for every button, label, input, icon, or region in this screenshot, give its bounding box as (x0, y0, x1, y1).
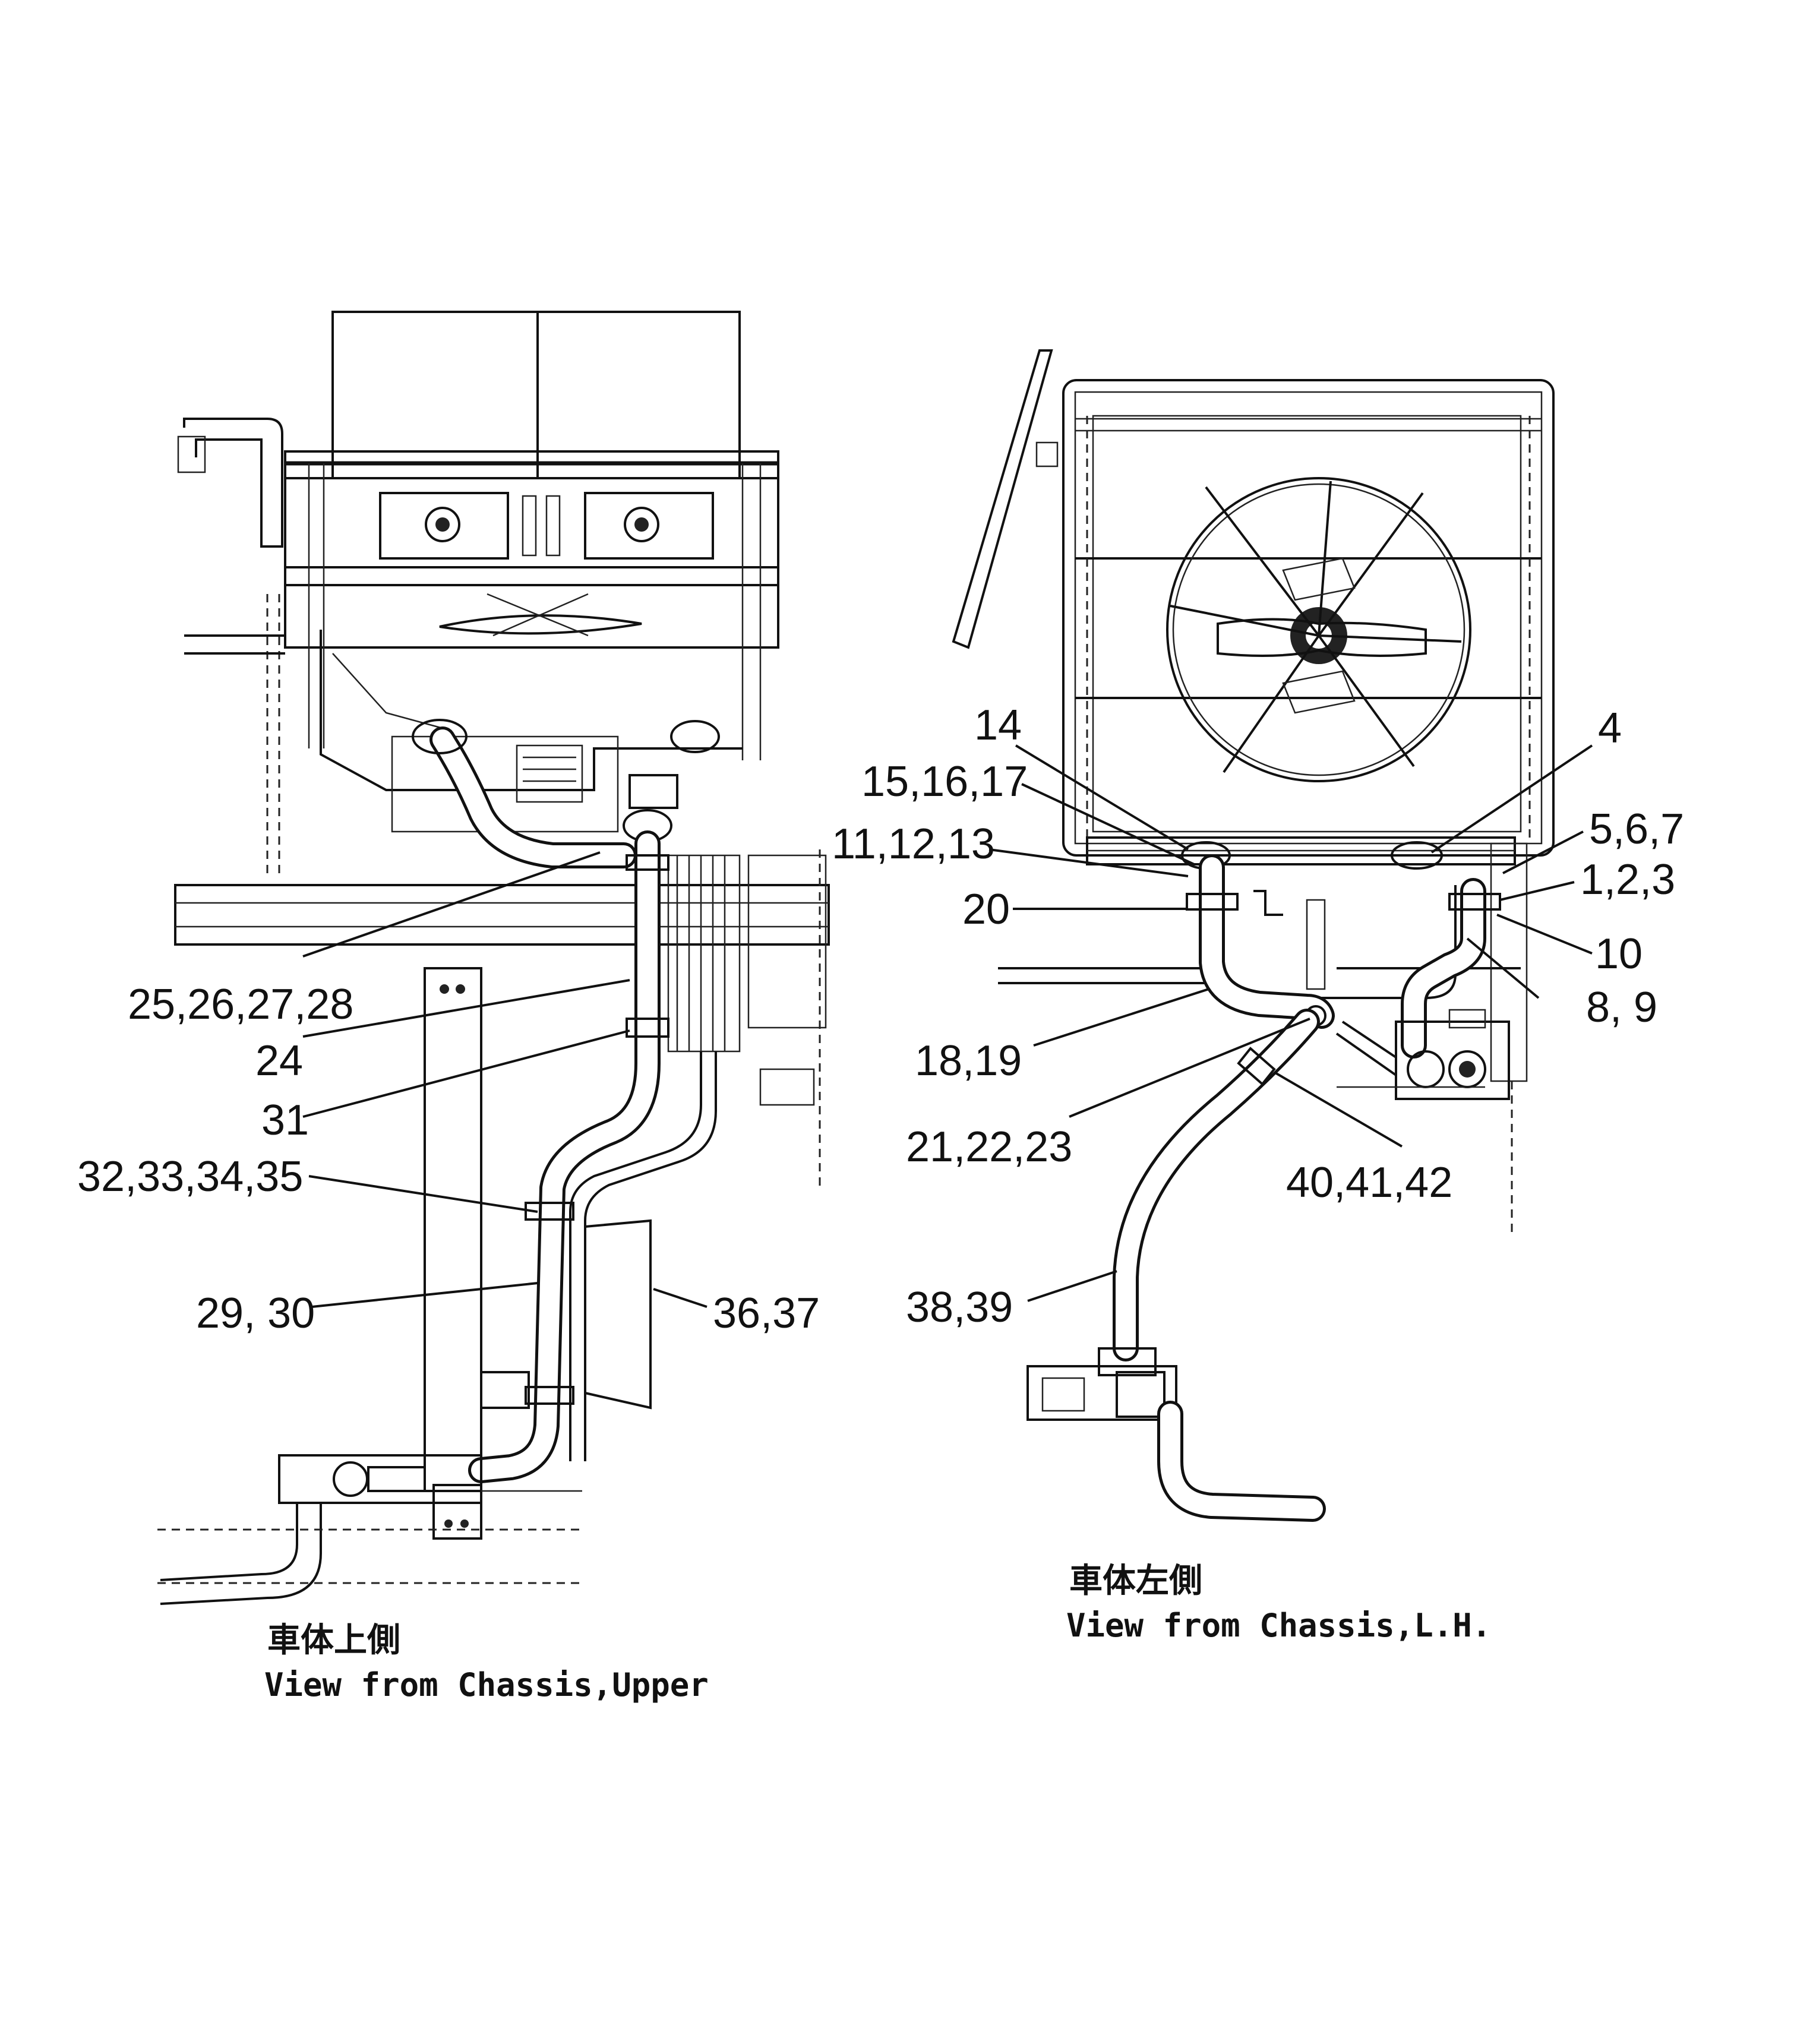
radiator-lh (1062, 379, 1555, 857)
part-labels: 25,26,27,28 24 31 32,33,34,35 29, 30 36,… (77, 702, 1684, 1337)
caption-lh-en: View from Chassis,L.H. (1066, 1607, 1491, 1644)
clamp-top (626, 854, 669, 871)
caption-lh-jp: 車体左側 (1069, 1562, 1202, 1600)
captions: 車体上側 View from Chassis,Upper 車体左側 View f… (264, 1562, 1491, 1704)
upper-view-drawing (157, 311, 830, 1605)
fan-shroud (1166, 477, 1471, 782)
caption-upper-en: View from Chassis,Upper (264, 1666, 709, 1704)
label-5-6-7: 5,6,7 (1589, 805, 1684, 853)
label-20: 20 (962, 886, 1010, 933)
label-4: 4 (1598, 704, 1622, 752)
label-31: 31 (261, 1097, 309, 1144)
clamp-20 (1186, 893, 1239, 911)
caption-upper-jp: 車体上側 (267, 1621, 400, 1660)
top-box (331, 311, 741, 479)
hose-clamp (1237, 1047, 1276, 1086)
chassis-rail (174, 884, 830, 946)
label-36-37: 36,37 (713, 1290, 820, 1337)
label-25-26-27-28: 25,26,27,28 (128, 981, 353, 1028)
pump-block (1395, 1021, 1510, 1100)
clamp-31 (626, 1018, 669, 1038)
label-40-41-42: 40,41,42 (1286, 1159, 1452, 1206)
label-29-30: 29, 30 (196, 1290, 315, 1337)
leader-lines (302, 744, 1593, 1308)
label-15-16-17: 15,16,17 (861, 758, 1028, 805)
clamp-lower (525, 1386, 574, 1405)
clamp-32 (525, 1202, 574, 1221)
label-18-19: 18,19 (915, 1037, 1022, 1085)
label-10: 10 (1595, 930, 1643, 978)
label-1-2-3: 1,2,3 (1580, 856, 1675, 903)
label-14: 14 (974, 702, 1022, 749)
radiator-frame (284, 450, 779, 649)
label-8-9: 8, 9 (1586, 984, 1657, 1031)
clamp-1-2-3 (1448, 893, 1501, 911)
label-11-12-13: 11,12,13 (832, 820, 995, 868)
label-24: 24 (255, 1037, 303, 1085)
cover-sheet (585, 1219, 652, 1410)
lh-view-drawing (952, 349, 1555, 1522)
label-38-39: 38,39 (906, 1284, 1013, 1331)
label-21-22-23: 21,22,23 (906, 1123, 1072, 1171)
label-32-33-34-35: 32,33,34,35 (77, 1153, 303, 1201)
bracket-plate (424, 967, 482, 1492)
